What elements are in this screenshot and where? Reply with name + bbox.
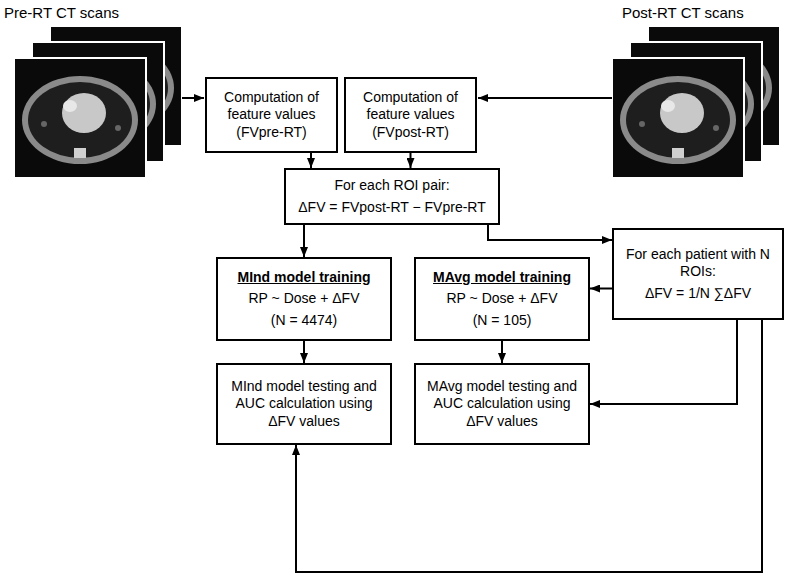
- connector-arrow: [590, 320, 737, 404]
- box-text: Computation of feature values (FVpre-RT): [214, 89, 329, 142]
- connector-arrow: [303, 341, 305, 363]
- box-text: For each ROI pair:: [334, 177, 449, 195]
- box-text: ΔFV = FVpost-RT − FVpre-RT: [298, 199, 486, 217]
- box-text: RP ~ Dose + ΔFV: [248, 290, 359, 308]
- box-text: (N = 105): [473, 312, 532, 330]
- pre-rt-scans: [14, 26, 182, 178]
- scan-label: Post-RT CT scans: [622, 4, 744, 21]
- connector-arrow: [590, 288, 612, 290]
- box-text: ΔFV = 1/N ∑ΔFV: [645, 285, 751, 303]
- connector-arrow: [488, 225, 612, 240]
- connector-arrow: [296, 320, 762, 572]
- process-box: MInd model testing and AUC calculation u…: [216, 363, 392, 445]
- connector-arrow: [310, 153, 312, 168]
- post-rt-scans: [612, 26, 780, 178]
- process-box: MInd model training RP ~ Dose + ΔFV (N = 4…: [216, 257, 392, 341]
- process-box: MAvg model training RP ~ Dose + ΔFV (N = 1…: [414, 257, 590, 341]
- box-text: MInd model training: [238, 269, 371, 287]
- box-text: Computation of feature values (FVpost-RT…: [353, 89, 468, 142]
- box-text: MInd model testing and AUC calculation u…: [225, 378, 383, 431]
- connector-arrow: [501, 341, 503, 363]
- process-box: Computation of feature values (FVpost-RT…: [344, 77, 477, 153]
- input-arrow: [182, 97, 204, 99]
- box-text: MAvg model testing and AUC calculation u…: [423, 378, 581, 431]
- input-arrow: [478, 97, 612, 99]
- process-box: Computation of feature values (FVpre-RT): [205, 77, 338, 153]
- connector-arrow: [410, 153, 412, 168]
- scan-label: Pre-RT CT scans: [4, 4, 119, 21]
- box-text: MAvg model training: [433, 269, 571, 287]
- process-box: MAvg model testing and AUC calculation u…: [414, 363, 590, 445]
- box-text: (N = 4474): [271, 312, 338, 330]
- process-box: For each ROI pair: ΔFV = FVpost-RT − FVpr…: [284, 168, 500, 225]
- process-box: For each patient with N ROIs: ΔFV = 1/N ∑…: [612, 228, 784, 320]
- box-text: RP ~ Dose + ΔFV: [446, 290, 557, 308]
- connector-arrow: [303, 225, 305, 257]
- box-text: For each patient with N ROIs:: [621, 246, 775, 281]
